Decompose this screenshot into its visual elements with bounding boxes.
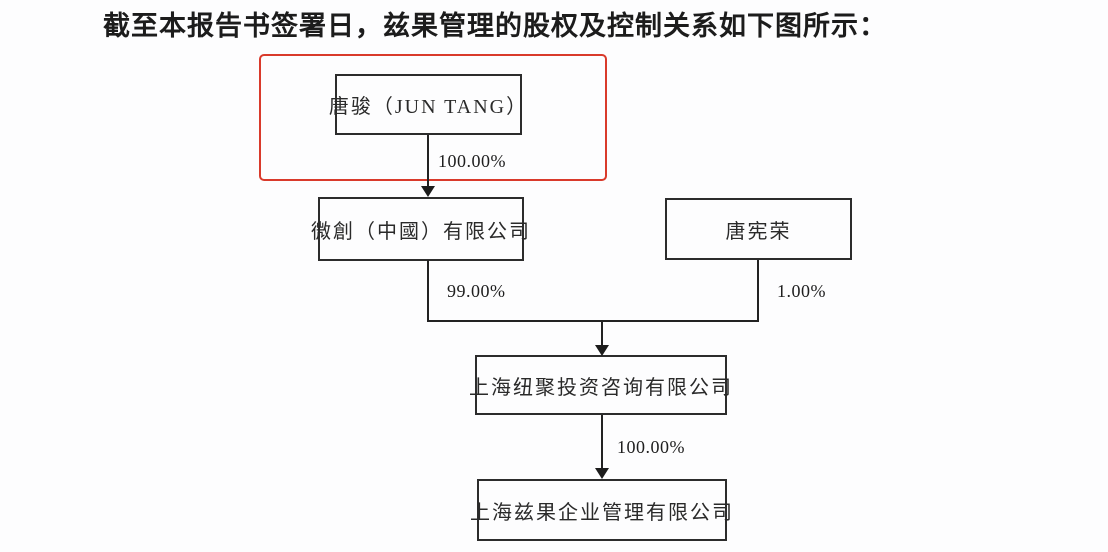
connector-xianrong-down bbox=[757, 260, 759, 322]
connector-merge-horizontal bbox=[427, 320, 759, 322]
node-tang-xianrong: 唐宪荣 bbox=[665, 198, 852, 260]
connector-tangjun-down bbox=[427, 135, 429, 191]
connector-niuju-down bbox=[601, 415, 603, 470]
arrowhead-down-icon bbox=[595, 468, 609, 479]
ownership-label-niuju-ziguo: 100.00% bbox=[617, 437, 685, 457]
connector-weichuang-down bbox=[427, 260, 429, 322]
caption-text: 截至本报告书签署日，兹果管理的股权及控制关系如下图所示： bbox=[103, 11, 887, 41]
node-shanghai-ziguo: 上海兹果企业管理有限公司 bbox=[470, 479, 732, 541]
node-tang-jun: 唐骏（JUN TANG） bbox=[329, 74, 526, 135]
node-shanghai-niuju: 上海纽聚投资咨询有限公司 bbox=[469, 355, 731, 415]
connector-merge-down bbox=[601, 321, 603, 347]
ownership-label-tangjun-weichuang: 100.00% bbox=[438, 151, 506, 171]
highlight-rectangle bbox=[259, 54, 607, 181]
ownership-label-weichuang-niuju: 99.00% bbox=[447, 281, 506, 301]
node-weichuang-china: 微創（中國）有限公司 bbox=[311, 197, 529, 261]
arrowhead-down-icon bbox=[595, 345, 609, 356]
arrowhead-down-icon bbox=[421, 186, 435, 197]
ownership-label-xianrong-niuju: 1.00% bbox=[777, 281, 826, 301]
